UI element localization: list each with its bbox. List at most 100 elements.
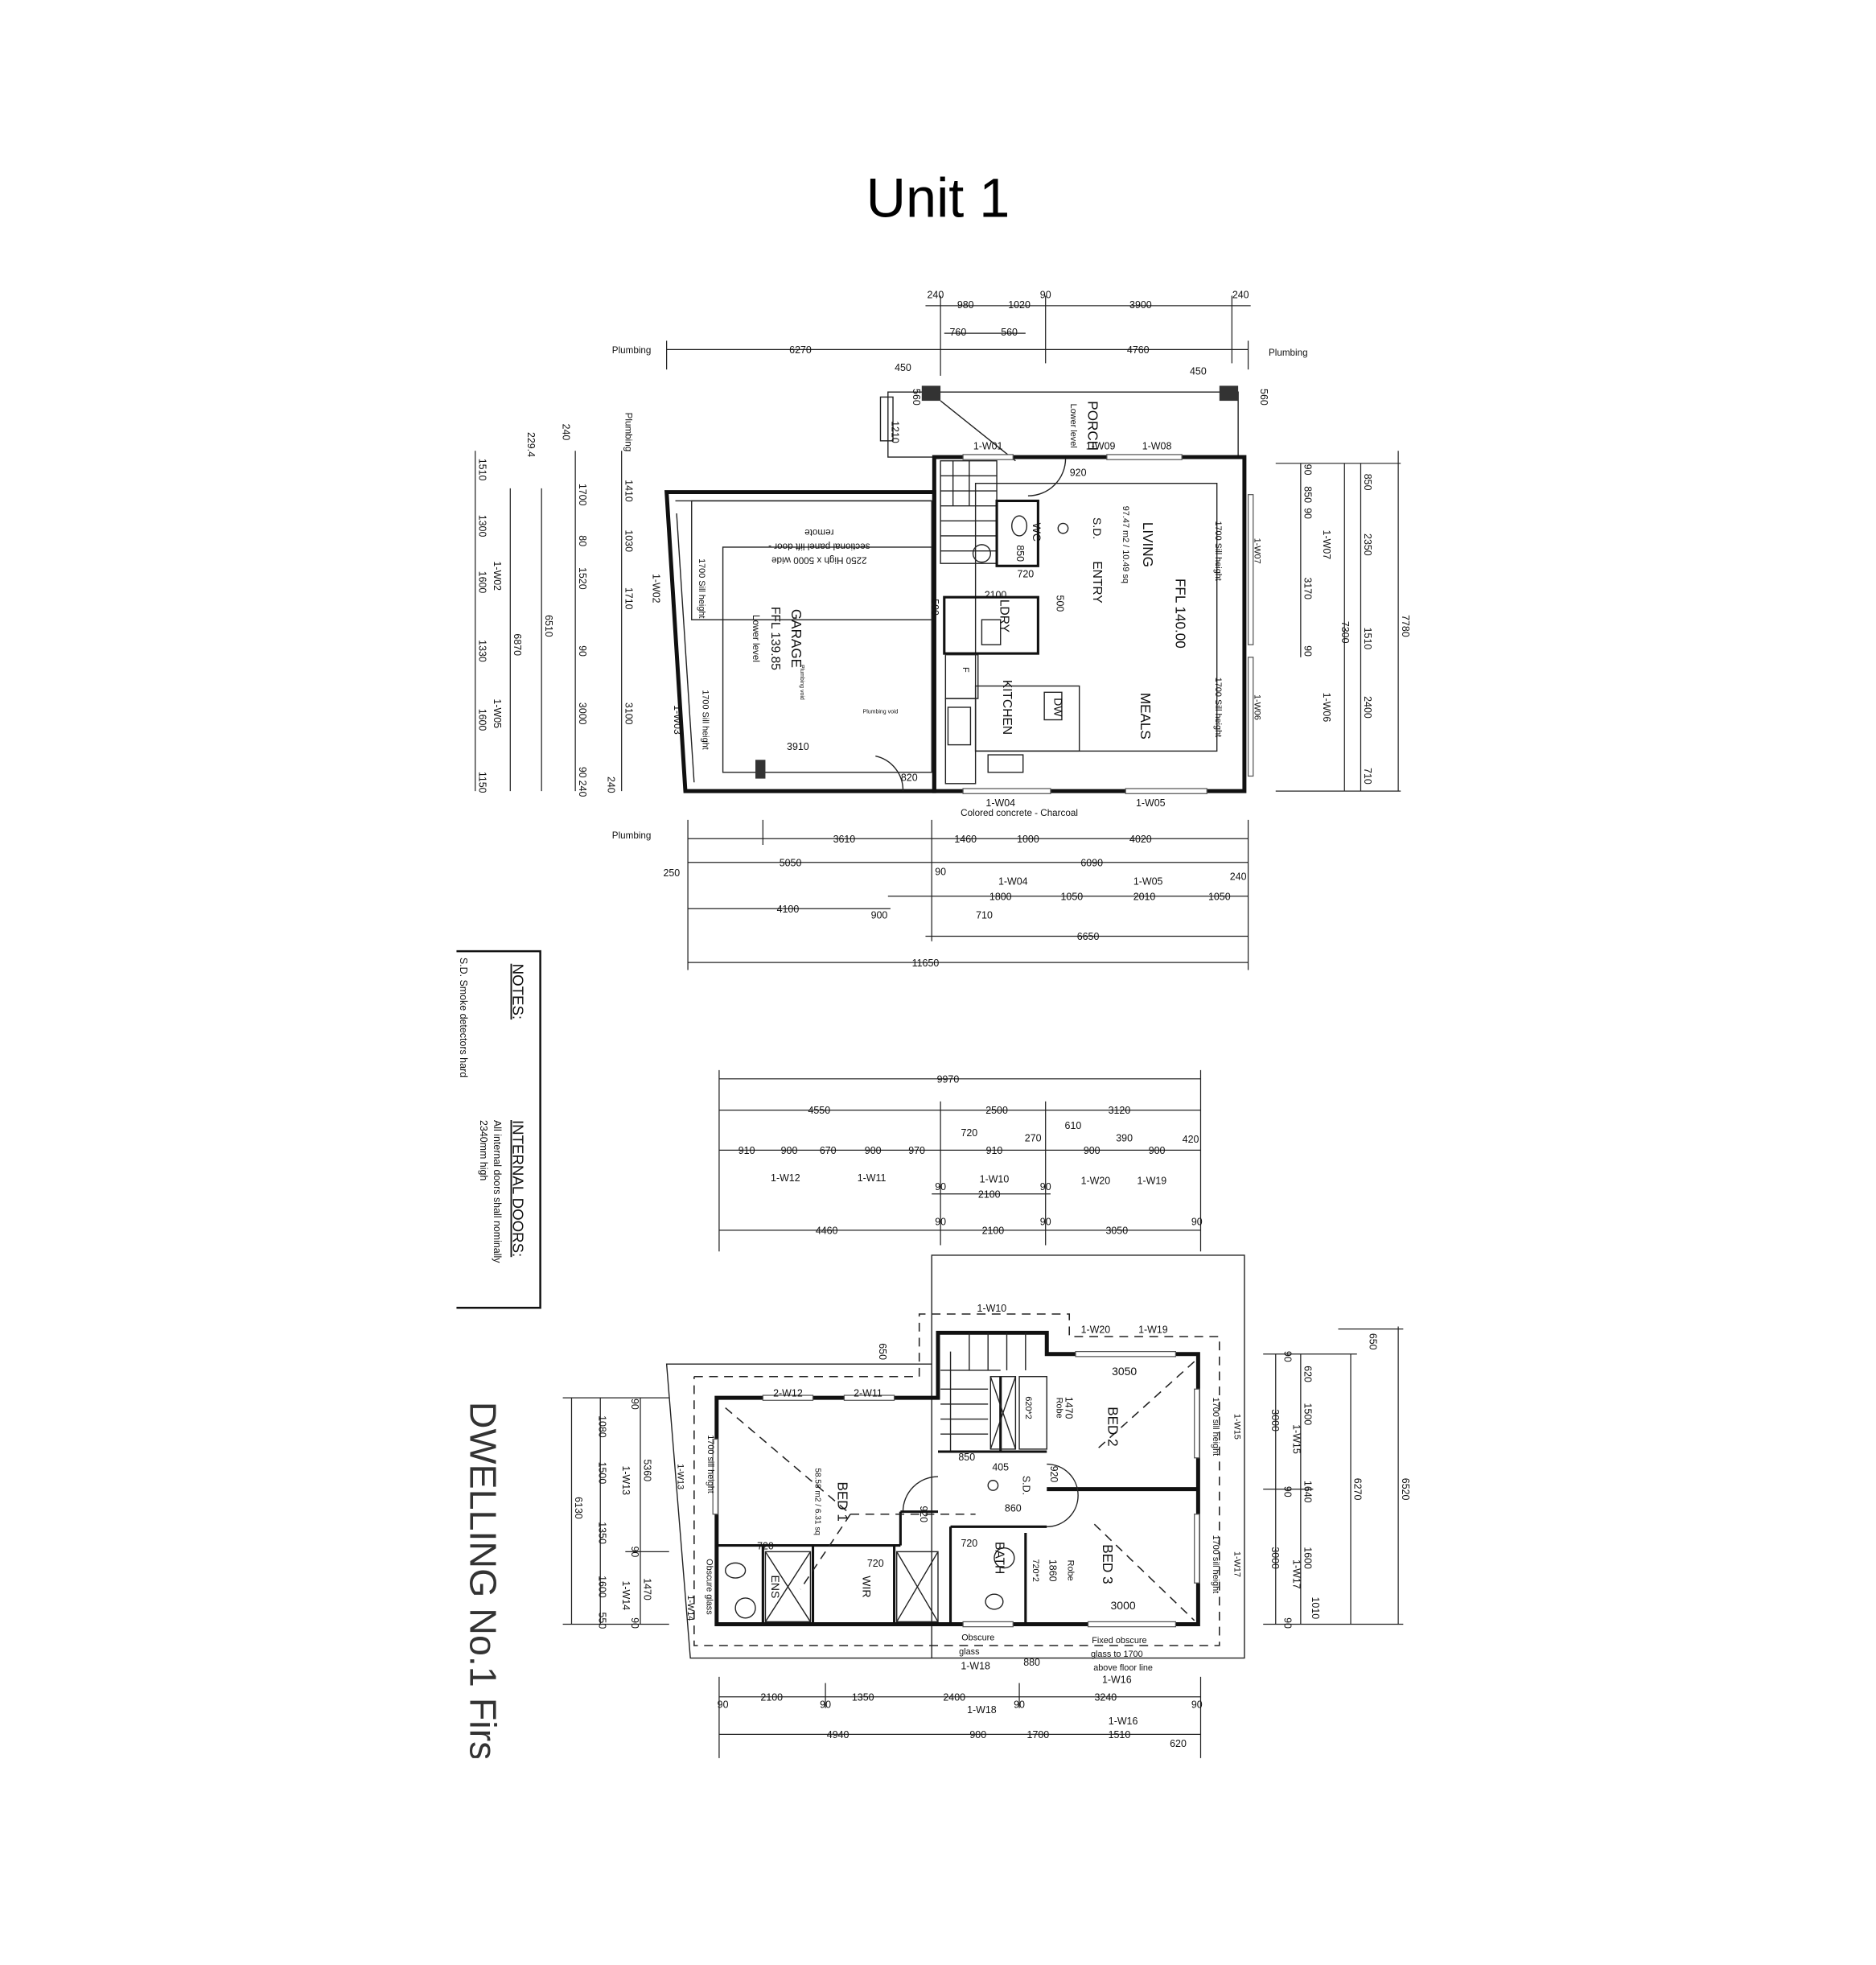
dimension-label: 1350 (597, 1522, 608, 1544)
dimension-label: 1800 (989, 891, 1012, 902)
basin-icon (972, 544, 991, 563)
dimension-label: 1-W20 (1081, 1175, 1111, 1186)
plan-label: Lower level (1068, 404, 1078, 448)
plan-label: MEALS (1138, 693, 1153, 739)
dimension-label: 1520 (577, 567, 588, 590)
plan-label: 1700 sill height (1211, 1398, 1220, 1456)
plan-label: 1-W10 (977, 1303, 1007, 1314)
plan-label: FFL 139.85 (768, 607, 782, 670)
dimension-label: 90 (1282, 1486, 1294, 1497)
dimension-label: 1640 (1302, 1481, 1314, 1503)
dimension-label: 3240 (1095, 1691, 1117, 1703)
plan-label: LDRY (998, 599, 1011, 633)
dimension-label: 9970 (937, 1073, 960, 1085)
internal-doors-note: All internal doors shall nominally (492, 1120, 503, 1263)
dimension-label: 1710 (623, 587, 634, 610)
dimension-label: 3100 (623, 702, 634, 725)
bath-toilet-icon (985, 1593, 1004, 1610)
dimension-label: 1-W04 (998, 876, 1028, 888)
dimension-label: 900 (969, 1729, 986, 1740)
dimension-label: 6270 (1352, 1478, 1364, 1501)
dimension-label: Plumbing (623, 413, 633, 452)
dimension-label: 5360 (642, 1459, 653, 1481)
dimension-label: 1-W05 (1133, 876, 1163, 888)
notes-box: NOTES: S.D. Smoke detectors hard INTERNA… (456, 950, 541, 1309)
shower-ens (764, 1551, 812, 1623)
dimension-label: 90 (1282, 1617, 1294, 1629)
plan-label: 1-W01 (973, 441, 1003, 452)
plan-label: 1-W16 (1102, 1675, 1132, 1686)
dimension-label: 90 (1282, 1351, 1294, 1362)
dimension-label: 620 (1170, 1738, 1187, 1749)
plan-label: 920 (918, 1506, 929, 1522)
dimension-label: 1-W05 (492, 698, 503, 728)
dimension-label: 240 (1230, 871, 1247, 883)
dimension-label: 240 (928, 290, 944, 301)
dimension-label: 1000 (1017, 834, 1039, 845)
dimension-label: 3610 (833, 834, 856, 845)
dimension-label: 1510 (1362, 628, 1373, 650)
plan-label: remote (804, 527, 833, 538)
first-floor-walls (714, 1330, 1200, 1627)
plan-label: 500 (1055, 595, 1066, 612)
plan-label: LIVING (1140, 522, 1155, 567)
plan-label: Robe (1055, 1398, 1064, 1419)
dimension-label: 240 (1232, 290, 1249, 301)
dimension-label: 1-W02 (492, 561, 503, 591)
dimension-label: 7300 (1339, 621, 1351, 644)
smoke-detector-note: S.D. Smoke detectors hard (458, 958, 469, 1077)
dimension-label: 3120 (1109, 1105, 1131, 1116)
dimension-label: 229.4 (525, 432, 537, 457)
dimension-label: 3170 (1302, 577, 1314, 599)
dimension-label: 550 (597, 1613, 608, 1629)
plan-label: 1-W20 (1081, 1324, 1111, 1335)
dimension-label: 6650 (1077, 931, 1100, 942)
dimension-label: 760 (950, 327, 967, 338)
dimension-label: 450 (1190, 365, 1207, 377)
dimension-label: 1-W15 (1291, 1424, 1302, 1454)
lower-roof-outline (931, 1254, 1245, 1659)
internal-doors-heading: INTERNAL DOORS: (509, 1120, 526, 1257)
fridge-space (944, 653, 979, 699)
dimension-label: 1-W12 (771, 1172, 800, 1184)
eave-line (693, 1313, 1220, 1646)
plan-label: 1-W15 (1232, 1414, 1241, 1440)
bed2-robe (1018, 1376, 1047, 1450)
dimension-label: 670 (820, 1145, 837, 1156)
dimension-label: 6270 (789, 344, 812, 356)
plan-label: WC (1031, 523, 1043, 542)
dimension-label: 1460 (954, 834, 977, 845)
ground-floor-walls (932, 455, 1247, 793)
dimension-label: 80 (577, 535, 588, 546)
ens-basin-icon (734, 1597, 756, 1619)
dimension-label: 900 (781, 1145, 798, 1156)
bath-basin-icon (994, 1547, 1015, 1569)
plan-label: glass to 1700 (1091, 1650, 1143, 1659)
dimension-label: 900 (865, 1145, 882, 1156)
dimension-label: 2400 (1362, 696, 1373, 719)
dimension-label: 910 (986, 1145, 1003, 1156)
plan-label: S.D. (1091, 517, 1104, 539)
plan-label: 850 (1014, 545, 1026, 562)
dimension-label: 6870 (512, 633, 523, 656)
dimension-label: 900 (1149, 1145, 1166, 1156)
sink-icon (987, 754, 1024, 773)
dimension-label: 250 (663, 867, 680, 879)
plan-label: 97.47 m2 / 10.49 sq (1121, 506, 1130, 583)
cooktop-icon (947, 706, 972, 746)
plan-label: 720 (757, 1540, 774, 1551)
plan-label: 1700 Sill height (1213, 521, 1223, 580)
dimension-label: 1510 (1109, 1729, 1131, 1740)
dimension-label: 2100 (982, 1225, 1005, 1236)
dimension-label: 6090 (1080, 857, 1103, 868)
dimension-label: 560 (1001, 327, 1018, 338)
dimension-label: 3000 (1269, 1547, 1281, 1569)
dimension-label: 1010 (1310, 1597, 1321, 1620)
porch-outline (887, 391, 1239, 458)
plan-label: 720 (1017, 568, 1034, 579)
plan-label: 2-W12 (773, 1388, 803, 1399)
plan-label: 3910 (787, 741, 809, 752)
plan-label: 880 (1023, 1657, 1040, 1668)
dimension-label: 1700 (1027, 1729, 1050, 1740)
